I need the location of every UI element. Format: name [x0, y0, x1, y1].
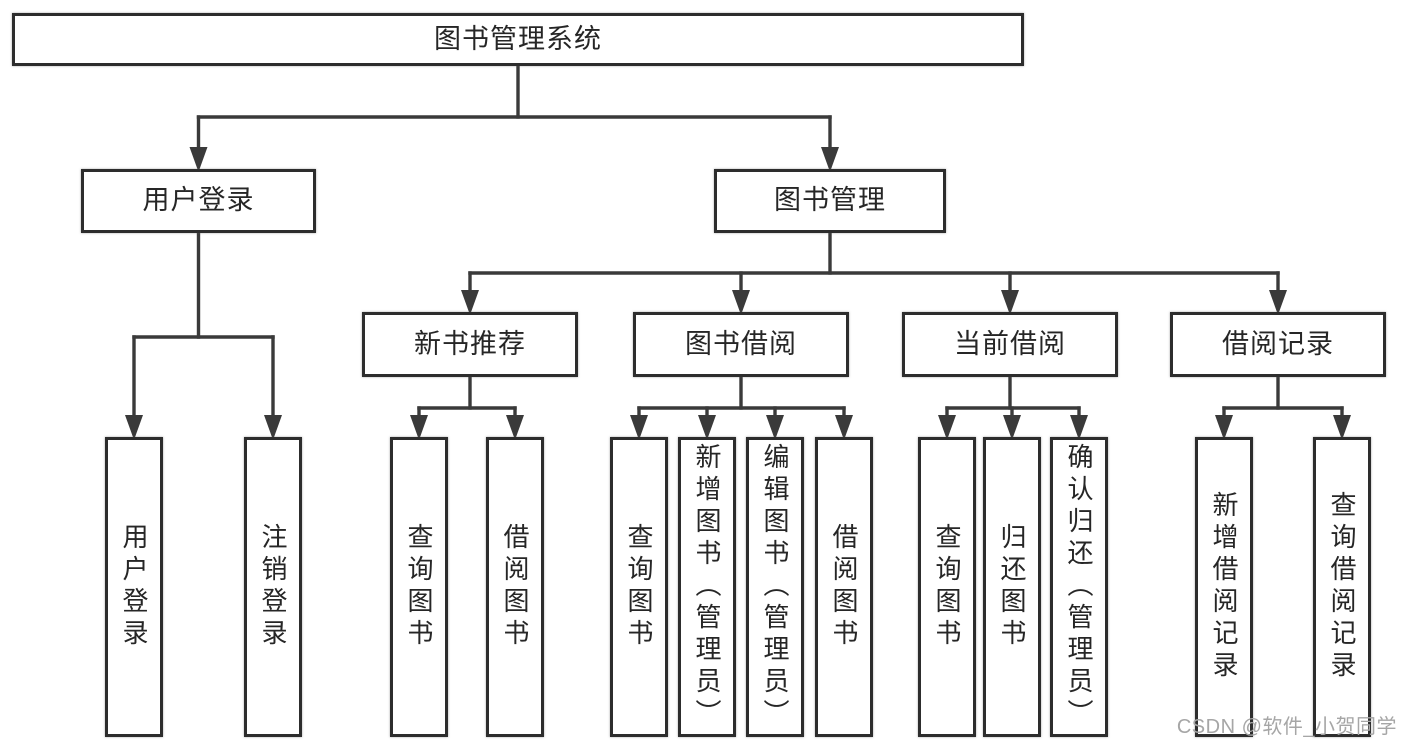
node-label-leaf-bw-edit: 编辑图书（管理员）	[760, 443, 790, 731]
node-label-borrow-records: 借阅记录	[1222, 328, 1334, 359]
node-book-borrow: 图书借阅	[633, 312, 849, 377]
node-label-book-borrow: 图书借阅	[685, 328, 797, 359]
node-label-leaf-bw-borrow: 借阅图书	[829, 523, 859, 651]
arrow-down-icon	[1333, 415, 1351, 440]
node-label-user-login-group: 用户登录	[142, 185, 255, 216]
node-borrow-records: 借阅记录	[1170, 312, 1386, 377]
node-label-leaf-nb-query: 查询图书	[404, 523, 434, 651]
arrow-down-icon	[698, 415, 716, 440]
node-label-leaf-bw-query: 查询图书	[624, 523, 654, 651]
node-leaf-cur-return: 归还图书	[983, 437, 1041, 737]
node-leaf-rec-add: 新增借阅记录	[1195, 437, 1253, 737]
node-label-current-borrow: 当前借阅	[954, 328, 1066, 359]
node-current-borrow: 当前借阅	[902, 312, 1118, 377]
arrow-down-icon	[732, 290, 750, 315]
node-leaf-bw-edit: 编辑图书（管理员）	[746, 437, 804, 737]
node-leaf-user-login: 用户登录	[105, 437, 163, 737]
node-leaf-bw-query: 查询图书	[610, 437, 668, 737]
node-leaf-rec-query: 查询借阅记录	[1313, 437, 1371, 737]
node-label-root: 图书管理系统	[434, 23, 602, 54]
node-leaf-bw-add: 新增图书（管理员）	[678, 437, 736, 737]
arrow-down-icon	[766, 415, 784, 440]
arrow-down-icon	[1070, 415, 1088, 440]
arrow-down-icon	[125, 415, 143, 440]
arrow-down-icon	[1215, 415, 1233, 440]
node-leaf-cur-query: 查询图书	[918, 437, 976, 737]
node-user-login-group: 用户登录	[81, 169, 316, 233]
arrow-down-icon	[938, 415, 956, 440]
arrow-down-icon	[506, 415, 524, 440]
node-label-leaf-cur-confirm: 确认归还（管理员）	[1064, 443, 1094, 731]
node-new-book: 新书推荐	[362, 312, 578, 377]
node-label-leaf-rec-add: 新增借阅记录	[1209, 491, 1239, 683]
arrow-down-icon	[1001, 290, 1019, 315]
node-label-leaf-cur-query: 查询图书	[932, 523, 962, 651]
arrow-down-icon	[461, 290, 479, 315]
node-label-leaf-rec-query: 查询借阅记录	[1327, 491, 1357, 683]
node-leaf-cur-confirm: 确认归还（管理员）	[1050, 437, 1108, 737]
node-leaf-bw-borrow: 借阅图书	[815, 437, 873, 737]
arrow-down-icon	[1269, 290, 1287, 315]
csdn-watermark: CSDN @软件_小贺同学	[1176, 716, 1397, 738]
node-label-leaf-logout: 注销登录	[258, 523, 288, 651]
node-label-leaf-nb-borrow: 借阅图书	[500, 523, 530, 651]
arrow-down-icon	[410, 415, 428, 440]
node-label-leaf-cur-return: 归还图书	[997, 523, 1027, 651]
node-label-leaf-user-login: 用户登录	[119, 523, 149, 651]
node-label-new-book: 新书推荐	[414, 328, 526, 359]
node-label-leaf-bw-add: 新增图书（管理员）	[692, 443, 722, 731]
arrow-down-icon	[1003, 415, 1021, 440]
arrow-down-icon	[264, 415, 282, 440]
arrow-down-icon	[189, 147, 208, 172]
node-book-mgmt: 图书管理	[714, 169, 946, 233]
node-leaf-nb-borrow: 借阅图书	[486, 437, 544, 737]
arrow-down-icon	[835, 415, 853, 440]
arrow-down-icon	[821, 147, 839, 172]
node-label-book-mgmt: 图书管理	[774, 185, 886, 216]
arrow-down-icon	[630, 415, 648, 440]
node-leaf-nb-query: 查询图书	[390, 437, 448, 737]
node-leaf-logout: 注销登录	[244, 437, 302, 737]
node-root: 图书管理系统	[12, 13, 1024, 66]
